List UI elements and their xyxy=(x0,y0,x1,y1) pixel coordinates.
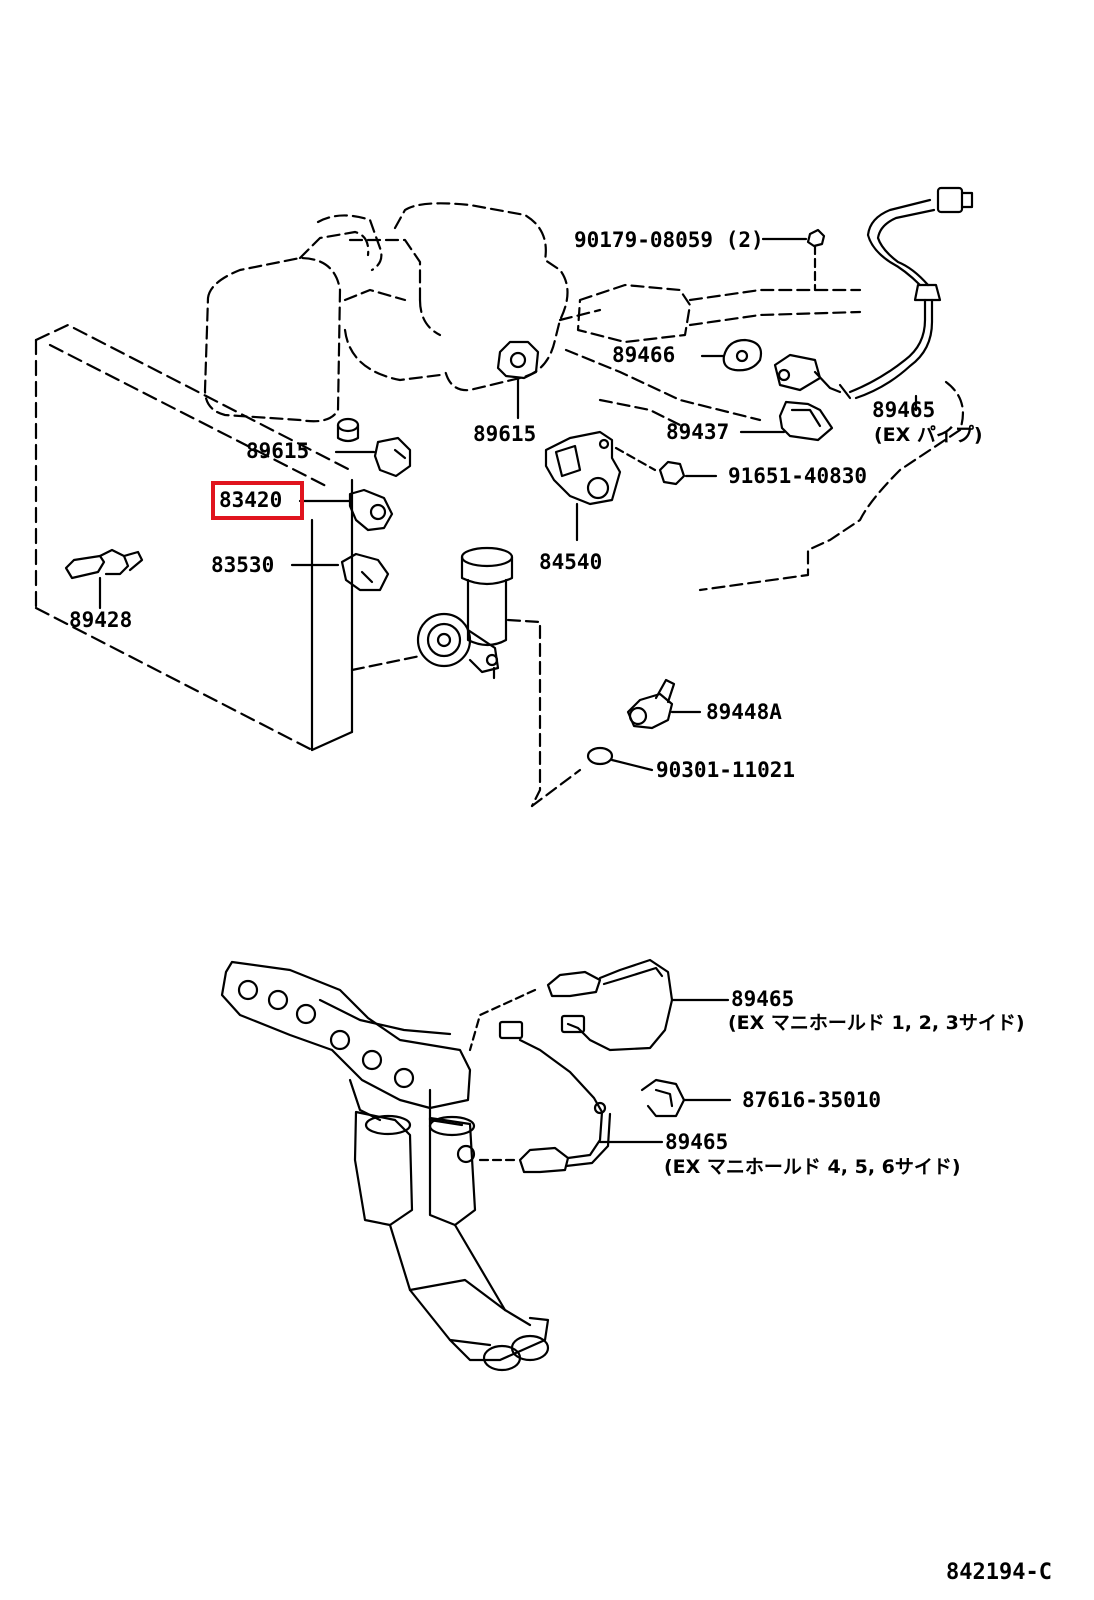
plug-icon xyxy=(336,417,360,443)
nut-91651-icon xyxy=(658,460,718,486)
part-label-89465-manifold-456[interactable]: 89465 xyxy=(665,1130,729,1154)
part-label-83420[interactable]: 83420 xyxy=(219,488,283,512)
sensor-89615-mid-icon xyxy=(496,340,540,420)
leader-lines xyxy=(700,237,918,434)
radiator-outline xyxy=(34,323,354,752)
lower-leader-lines xyxy=(468,988,730,1162)
sensor-89448a-icon xyxy=(626,678,702,730)
part-note-manifold-123: (EX マニホールド 1, 2, 3サイド) xyxy=(728,1012,1025,1034)
switch-89615-left-icon xyxy=(334,436,412,478)
clamp-87616-icon xyxy=(640,1078,732,1118)
bolt-90179-icon xyxy=(806,228,826,292)
oring-90301-icon xyxy=(586,746,654,772)
part-label-90179-08059[interactable]: 90179-08059 (2) xyxy=(574,228,764,252)
diagram-code: 842194-C xyxy=(946,1560,1052,1585)
highlight-box xyxy=(211,481,304,520)
engine-lower-outline xyxy=(350,618,582,808)
part-label-89437[interactable]: 89437 xyxy=(666,420,730,444)
gasket-89466-icon xyxy=(722,338,763,372)
part-label-89466[interactable]: 89466 xyxy=(612,343,676,367)
sensor-89428-icon xyxy=(64,548,144,610)
bracket-89437-icon xyxy=(778,400,834,442)
part-label-87616-35010[interactable]: 87616-35010 xyxy=(742,1088,882,1112)
sensor-84540-icon xyxy=(544,430,657,542)
part-label-84540[interactable]: 84540 xyxy=(539,550,603,574)
part-note-manifold-456: (EX マニホールド 4, 5, 6サイド) xyxy=(664,1156,961,1178)
o2-sensor-manifold-upper-icon xyxy=(546,958,674,1052)
part-label-89465-manifold-123[interactable]: 89465 xyxy=(731,987,795,1011)
part-label-89615-knock[interactable]: 89615 xyxy=(473,422,537,446)
part-label-89615-switch[interactable]: 89615 xyxy=(246,439,310,463)
o2-sensor-manifold-lower-icon xyxy=(498,1020,612,1174)
power-steering-pump xyxy=(416,546,514,680)
part-label-91651-40830[interactable]: 91651-40830 xyxy=(728,464,868,488)
engine-block-outline xyxy=(203,202,964,592)
part-label-90301-11021[interactable]: 90301-11021 xyxy=(656,758,796,782)
switch-83530-icon xyxy=(290,552,390,592)
o2-sensor-top-icon xyxy=(773,186,974,400)
part-label-89448a[interactable]: 89448A xyxy=(706,700,782,724)
part-note-ex-pipe: (EX パイプ) xyxy=(874,424,983,446)
part-label-83530[interactable]: 83530 xyxy=(211,553,275,577)
part-label-89465-ex-pipe[interactable]: 89465 xyxy=(872,398,936,422)
part-label-89428[interactable]: 89428 xyxy=(69,608,133,632)
exhaust-manifold xyxy=(220,960,550,1372)
switch-83420-icon xyxy=(298,488,394,532)
